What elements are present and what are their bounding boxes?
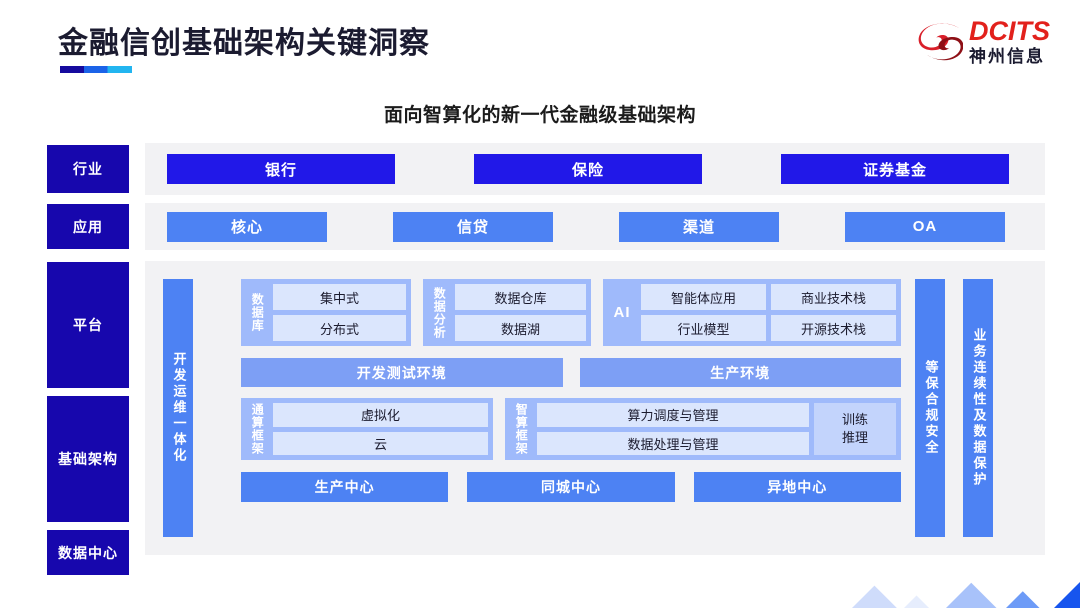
title-accent-bar [60, 66, 132, 73]
industry-item-insurance[interactable]: 保险 [474, 154, 702, 184]
logo-cn-text: 神州信息 [969, 47, 1045, 66]
group-label-general-framework: 通算框架 [250, 403, 265, 455]
sidebar-item-infrastructure[interactable]: 基础架构 [47, 396, 129, 522]
datacenter-same-city[interactable]: 同城中心 [467, 472, 675, 502]
cell-virtualization[interactable]: 虚拟化 [273, 403, 488, 427]
env-production[interactable]: 生产环境 [579, 358, 901, 387]
group-database: 数据库 集中式 分布式 [241, 279, 411, 346]
environment-row: 开发测试环境 生产环境 [241, 358, 901, 387]
sidebar-item-industry[interactable]: 行业 [47, 145, 129, 193]
platform-panel: 开发运维一体化 等保合规安全 业务连续性及数据保护 数据库 集中式 分布式 数据… [145, 261, 1045, 555]
cell-centralized[interactable]: 集中式 [273, 284, 406, 310]
platform-inner: 数据库 集中式 分布式 数据分析 数据仓库 数据湖 AI [241, 279, 901, 502]
env-dev-test[interactable]: 开发测试环境 [241, 358, 563, 387]
cell-data-lake[interactable]: 数据湖 [455, 315, 586, 341]
industry-item-bank[interactable]: 银行 [167, 154, 395, 184]
industry-panel: 银行 保险 证券基金 [145, 143, 1045, 195]
cell-distributed[interactable]: 分布式 [273, 315, 406, 341]
cell-data-warehouse[interactable]: 数据仓库 [455, 284, 586, 310]
vertical-bar-devops[interactable]: 开发运维一体化 [163, 279, 193, 537]
group-data-analysis: 数据分析 数据仓库 数据湖 [423, 279, 591, 346]
cell-cloud[interactable]: 云 [273, 431, 488, 455]
datacenter-row: 生产中心 同城中心 异地中心 [241, 472, 901, 502]
group-label-database: 数据库 [250, 293, 265, 332]
dcits-swoosh-icon [918, 22, 963, 60]
group-label-data-analysis: 数据分析 [432, 286, 447, 339]
group-label-intelligent-framework: 智算框架 [514, 403, 529, 455]
cell-compute-scheduling[interactable]: 算力调度与管理 [537, 403, 809, 427]
group-intelligent-compute-framework: 智算框架 算力调度与管理 数据处理与管理 训练 推理 [505, 398, 901, 460]
datacenter-remote[interactable]: 异地中心 [693, 472, 901, 502]
subtitle: 面向智算化的新一代金融级基础架构 [383, 105, 696, 126]
vertical-bar-compliance-security[interactable]: 等保合规安全 [915, 279, 945, 537]
cell-training-inference[interactable]: 训练 推理 [814, 403, 896, 455]
cell-opensource-tech-stack[interactable]: 开源技术栈 [771, 315, 896, 341]
page-title: 金融信创基础架构关键洞察 [58, 27, 430, 60]
industry-item-securities-fund[interactable]: 证券基金 [781, 154, 1009, 184]
brand-logo: DCITS 神州信息 [917, 18, 1050, 65]
logo-en-text: DCITS [969, 16, 1050, 46]
datacenter-production[interactable]: 生产中心 [241, 472, 449, 502]
application-item-credit[interactable]: 信贷 [393, 211, 553, 242]
sidebar-item-platform[interactable]: 平台 [47, 262, 129, 388]
application-item-oa[interactable]: OA [845, 211, 1005, 242]
framework-row: 通算框架 虚拟化 云 智算框架 算力调度与管理 数据处理与管理 训练 推理 [241, 398, 901, 460]
cell-industry-model[interactable]: 行业模型 [641, 315, 766, 341]
cell-agent-application[interactable]: 智能体应用 [641, 284, 766, 310]
sidebar-item-application[interactable]: 应用 [47, 204, 129, 249]
sidebar-item-datacenter[interactable]: 数据中心 [47, 530, 129, 575]
platform-capability-row: 数据库 集中式 分布式 数据分析 数据仓库 数据湖 AI [241, 279, 901, 346]
vertical-bar-business-continuity[interactable]: 业务连续性及数据保护 [963, 279, 993, 537]
cell-commercial-tech-stack[interactable]: 商业技术栈 [771, 284, 896, 310]
application-panel: 核心 信贷 渠道 OA [145, 203, 1045, 250]
group-label-ai: AI [613, 303, 631, 321]
group-ai: AI 智能体应用 商业技术栈 行业模型 开源技术栈 [603, 279, 901, 346]
group-general-compute-framework: 通算框架 虚拟化 云 [241, 398, 493, 460]
application-item-channel[interactable]: 渠道 [619, 211, 779, 242]
application-item-core[interactable]: 核心 [167, 211, 327, 242]
cell-data-processing[interactable]: 数据处理与管理 [537, 431, 809, 455]
